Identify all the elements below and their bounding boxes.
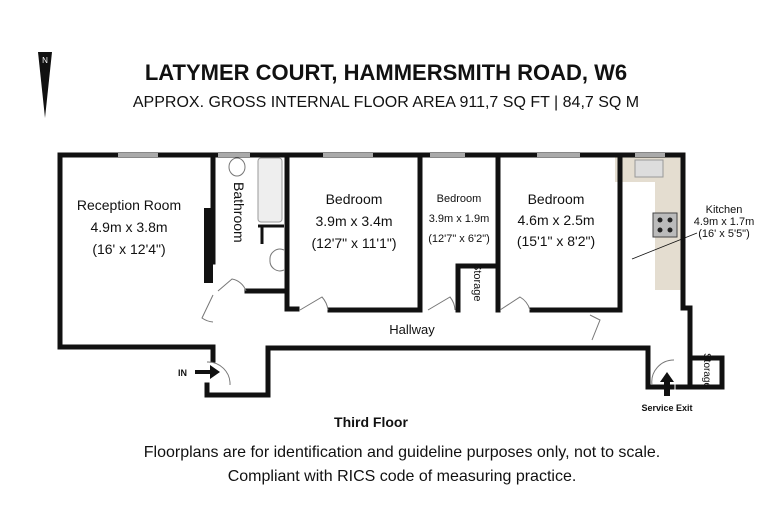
doors xyxy=(201,278,675,386)
room-name: Reception Room xyxy=(77,197,181,213)
room-size-imperial: (15'1" x 8'2") xyxy=(517,233,595,249)
room-kitchen: Kitchen 4.9m x 1.7m (16' x 5'5") xyxy=(631,204,755,260)
page-title: LATYMER COURT, HAMMERSMITH ROAD, W6 xyxy=(145,60,627,85)
room-size-imperial: (12'7" x 11'1") xyxy=(311,235,396,251)
room-bathroom: Bathroom xyxy=(231,182,247,243)
entrance-arrow-icon xyxy=(195,365,220,379)
room-size-imperial: (16' x 5'5") xyxy=(698,228,750,240)
room-size-metric: 4.6m x 2.5m xyxy=(517,212,594,228)
kitchen-leader-line xyxy=(631,232,698,260)
room-size-metric: 4.9m x 1.7m xyxy=(694,216,755,228)
walls xyxy=(57,152,725,398)
disclaimer-line-2: Compliant with RICS code of measuring pr… xyxy=(228,468,577,485)
room-size-imperial: (12'7" x 6'2") xyxy=(428,233,490,245)
room-storage-service: Storage xyxy=(701,353,712,388)
room-storage: Storage xyxy=(471,263,483,302)
room-name: Bedroom xyxy=(326,191,383,207)
floor-label: Third Floor xyxy=(334,414,408,430)
room-size-metric: 3.9m x 1.9m xyxy=(429,213,490,225)
room-name: Bedroom xyxy=(437,193,482,205)
room-name: Kitchen xyxy=(706,204,743,216)
room-bedroom-1: Bedroom 3.9m x 3.4m (12'7" x 11'1") xyxy=(311,191,396,251)
service-exit-label: Service Exit xyxy=(641,403,692,413)
room-size-imperial: (16' x 12'4") xyxy=(92,241,165,257)
room-bedroom-3: Bedroom 4.6m x 2.5m (15'1" x 8'2") xyxy=(517,191,595,249)
north-arrow-icon: N xyxy=(38,52,52,118)
floor-area-subtitle: APPROX. GROSS INTERNAL FLOOR AREA 911,7 … xyxy=(133,94,639,111)
room-size-metric: 4.9m x 3.8m xyxy=(90,219,167,235)
bathroom-fixtures xyxy=(228,157,285,272)
service-exit-arrow-icon xyxy=(660,372,674,396)
room-name: Bedroom xyxy=(528,191,585,207)
disclaimer-line-1: Floorplans are for identification and gu… xyxy=(144,444,660,461)
room-reception: Reception Room 4.9m x 3.8m (16' x 12'4") xyxy=(77,197,181,257)
room-bedroom-2: Bedroom 3.9m x 1.9m (12'7" x 6'2") xyxy=(428,193,490,245)
room-size-metric: 3.9m x 3.4m xyxy=(315,213,392,229)
compass-label: N xyxy=(42,56,48,65)
kitchen-counter xyxy=(615,157,682,290)
room-hallway: Hallway xyxy=(389,322,435,337)
entrance-label: IN xyxy=(178,368,187,378)
